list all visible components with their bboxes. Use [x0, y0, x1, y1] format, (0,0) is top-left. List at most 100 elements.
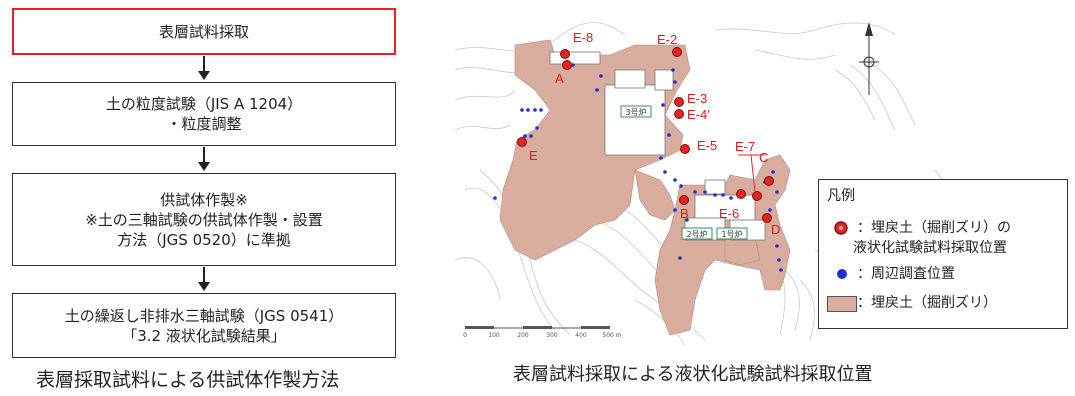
site-map: 3号炉 2号炉 1号炉	[454, 10, 1075, 350]
building-labels: 3号炉 2号炉 1号炉	[620, 105, 748, 240]
survey-point	[599, 74, 603, 78]
survey-point	[535, 126, 539, 130]
survey-point	[721, 193, 725, 197]
legend-sample-line1: ：埋戻土（掘削ズリ）の	[857, 220, 1011, 236]
sample-point-e8	[560, 49, 570, 59]
survey-point	[595, 88, 599, 92]
survey-point	[679, 184, 683, 188]
building-label-unit2: 2号炉	[686, 229, 707, 239]
legend-title: 凡例	[827, 188, 855, 204]
sample-point-e5	[680, 144, 690, 154]
survey-point	[493, 196, 497, 200]
survey-point	[693, 190, 697, 194]
sample-points	[517, 47, 774, 223]
sample-point-a	[562, 60, 572, 70]
scale-label: 300	[546, 332, 558, 339]
flow-step-triaxial-test: 土の繰返し非排水三軸試験（JGS 0541） 「3.2 液状化試験結果」	[12, 293, 396, 358]
point-label-d: D	[771, 222, 780, 237]
flow-step-grain-test: 土の粒度試験（JIS A 1204） ・粒度調整	[12, 82, 396, 146]
sample-point-e	[517, 137, 527, 147]
point-label-c: C	[759, 150, 768, 165]
survey-point	[667, 133, 671, 137]
legend-survey-label: ：周辺調査位置	[857, 266, 955, 282]
flow-step-grain-test-line1: 土の粒度試験（JIS A 1204）	[105, 95, 303, 113]
survey-point	[661, 103, 665, 107]
flow-step-specimen-line2: ※土の三軸試験の供試体作製・設置	[85, 210, 323, 229]
flow-step-triaxial-line1: 土の繰返し非排水三軸試験（JGS 0541）	[64, 306, 344, 325]
legend-item-sample: ：埋戻土（掘削ズリ）の 液状化試験試料採取位置	[833, 218, 1011, 258]
flow-step-sampling: 表層試料採取	[12, 8, 396, 55]
legend-sample-line2: 液状化試験試料採取位置	[853, 240, 1007, 256]
point-labels: E-8 A E-2 E-3 E-4′ E-5 E E-7 C B E-6 D	[529, 30, 780, 237]
survey-point	[526, 108, 530, 112]
legend-item-fill: ：埋戻土（掘削ズリ）	[827, 293, 997, 313]
survey-point	[533, 108, 537, 112]
survey-point	[779, 268, 783, 272]
scale-label: 400	[575, 332, 587, 339]
sample-point-e2	[672, 47, 682, 57]
north-arrow-icon	[859, 22, 879, 95]
point-label-e8: E-8	[573, 30, 593, 45]
survey-point	[685, 218, 689, 222]
point-label-b: B	[680, 206, 689, 221]
survey-point	[673, 80, 677, 84]
survey-point	[729, 196, 733, 200]
map-caption: 表層試料採取による液状化試験試料採取位置	[513, 364, 873, 385]
sample-point-e7	[752, 191, 762, 201]
survey-point	[703, 190, 707, 194]
map-legend: 凡例 ：埋戻土（掘削ズリ）の 液状化試験試料採取位置 ：周辺調査位置 ：埋戻土（…	[818, 179, 1068, 329]
legend-fill-label: ：埋戻土（掘削ズリ）	[857, 295, 997, 311]
survey-point	[775, 190, 779, 194]
point-label-a: A	[555, 71, 564, 86]
survey-point	[663, 170, 667, 174]
flowchart-caption: 表層採取試料による供試体作製方法	[36, 369, 340, 391]
flow-step-specimen: 供試体作製※ ※土の三軸試験の供試体作製・設置 方法（JGS 0520）に準拠	[12, 173, 396, 266]
survey-point	[671, 68, 675, 72]
scale-label: 0	[463, 332, 467, 339]
scale-label: 500 m	[602, 332, 621, 339]
point-label-e: E	[529, 148, 538, 163]
flow-arrow	[198, 267, 210, 291]
fill-swatch-icon	[827, 296, 857, 312]
building-label-unit3: 3号炉	[625, 107, 646, 117]
flow-step-triaxial-line2: 「3.2 液状化試験結果」	[122, 326, 286, 345]
survey-point	[673, 208, 677, 212]
flow-arrow	[198, 56, 210, 80]
survey-points	[493, 52, 783, 272]
flow-step-grain-test-line2: ・粒度調整	[166, 115, 242, 133]
sample-point-e6	[736, 189, 746, 199]
sample-point-e3	[674, 97, 684, 107]
point-label-e5: E-5	[697, 138, 717, 153]
point-label-e2: E-2	[657, 32, 677, 47]
point-label-e7: E-7	[735, 139, 755, 154]
survey-point	[673, 178, 677, 182]
survey-point	[529, 134, 533, 138]
sample-point-c	[764, 176, 774, 186]
survey-point	[775, 244, 779, 248]
flow-step-sampling-label: 表層試料採取	[158, 22, 249, 41]
survey-point	[768, 208, 772, 212]
scale-label: 200	[517, 332, 529, 339]
survey-point	[571, 63, 575, 67]
point-label-e4: E-4′	[687, 107, 710, 122]
building-label-unit1: 1号炉	[721, 229, 742, 239]
survey-point	[713, 193, 717, 197]
sample-marker-icon	[834, 221, 848, 235]
flow-arrow	[198, 147, 210, 171]
point-label-e6: E-6	[719, 206, 739, 221]
flow-step-specimen-line3: 方法（JGS 0520）に準拠	[117, 230, 291, 249]
scale-label: 100	[488, 332, 500, 339]
survey-point	[539, 108, 543, 112]
leader-lines	[738, 154, 765, 193]
survey-point	[520, 108, 524, 112]
survey-point	[523, 134, 527, 138]
point-label-e3: E-3	[687, 91, 707, 106]
legend-item-survey: ：周辺調査位置	[835, 264, 955, 284]
survey-marker-icon	[837, 269, 847, 279]
scale-bar: 0 100 200 300 400 500 m	[463, 326, 622, 339]
survey-point	[771, 170, 775, 174]
site-map-svg: 3号炉 2号炉 1号炉	[454, 22, 976, 346]
sample-point-e4	[674, 109, 684, 119]
survey-point	[777, 258, 781, 262]
flow-step-specimen-line1: 供試体作製※	[160, 190, 248, 209]
